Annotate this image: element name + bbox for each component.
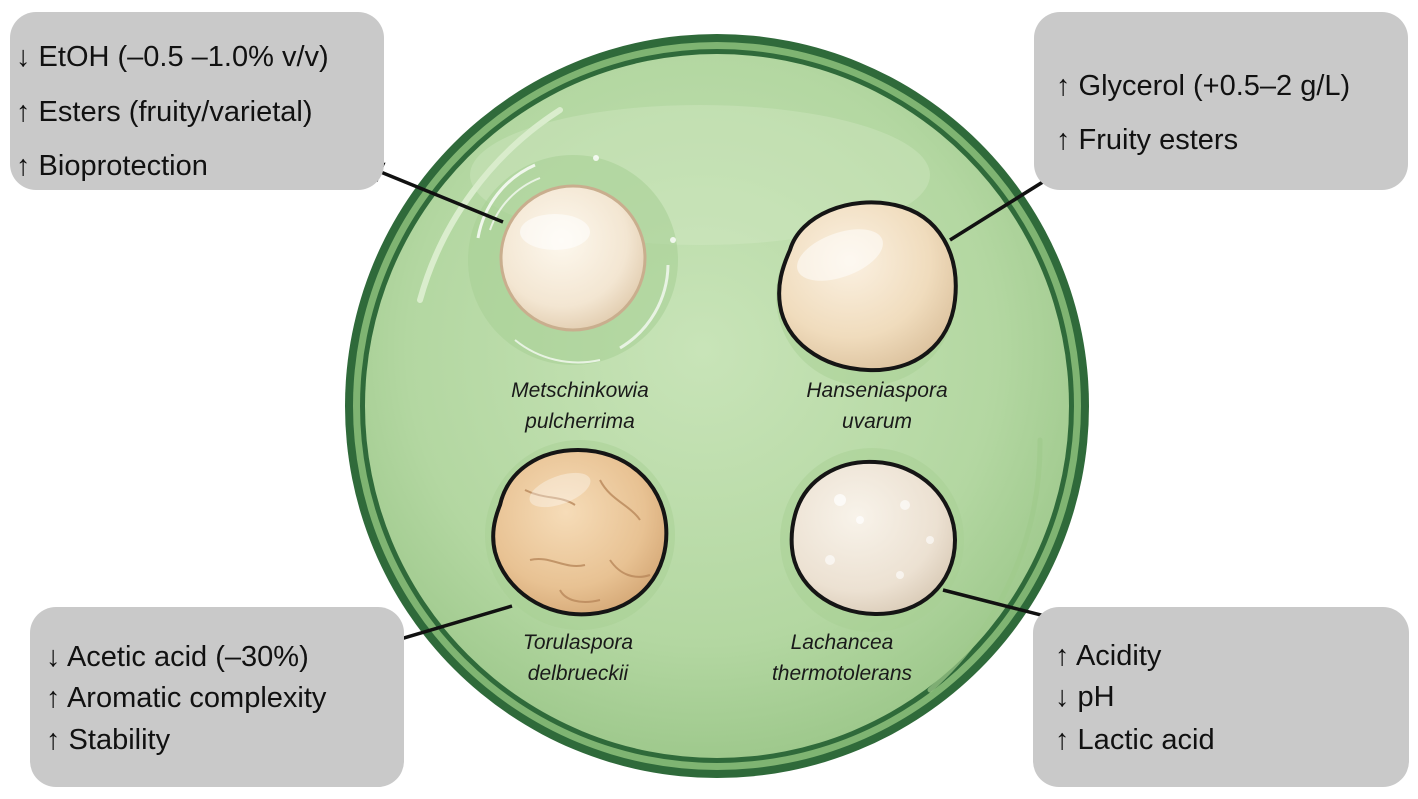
species-label-torulaspora-line1: Torulaspora — [523, 631, 633, 654]
species-label-hanseniaspora-line2: uvarum — [842, 410, 912, 433]
species-label-lachancea-line1: Lachancea — [791, 631, 894, 654]
effects-box-lachancea: ↑ Acidity ↓ pH ↑ Lactic acid — [1033, 607, 1409, 787]
species-label-lachancea-line2: thermotolerans — [772, 662, 913, 685]
arrow-metschnikowia-to-box — [362, 162, 504, 224]
effects-box-hanseniaspora: ↑ Glycerol (+0.5–2 g/L) ↑ Fruity esters — [1034, 12, 1408, 190]
effect-line: ↑ Esters (fruity/varietal) — [16, 96, 313, 128]
colony-metschnikowia — [468, 155, 678, 365]
effect-line: ↑ Glycerol (+0.5–2 g/L) — [1056, 70, 1351, 102]
effect-line: ↑ Lactic acid — [1055, 724, 1215, 756]
colony-hanseniaspora — [776, 200, 958, 386]
effect-line: ↓ Acetic acid (–30%) — [46, 641, 309, 673]
effect-line: ↑ Aromatic complexity — [46, 682, 327, 714]
effect-line: ↓ pH — [1055, 681, 1115, 713]
petri-dish — [345, 34, 1089, 778]
species-label-metschnikowia-line1: Metschinkowia — [511, 379, 649, 402]
effect-line: ↑ Stability — [46, 724, 171, 756]
effect-line: ↑ Bioprotection — [16, 150, 208, 182]
species-label-torulaspora-line2: delbrueckii — [528, 662, 630, 685]
effect-line: ↓ EtOH (–0.5 –1.0% v/v) — [16, 41, 329, 73]
species-label-hanseniaspora-line1: Hanseniaspora — [806, 379, 947, 402]
effects-box-torulaspora: ↓ Acetic acid (–30%) ↑ Aromatic complexi… — [30, 607, 404, 787]
species-label-metschnikowia-line2: pulcherrima — [524, 410, 635, 433]
effect-line: ↑ Fruity esters — [1056, 124, 1239, 156]
colony-lachancea — [780, 448, 964, 632]
effects-box-metschnikowia: ↓ EtOH (–0.5 –1.0% v/v) ↑ Esters (fruity… — [10, 12, 384, 190]
effect-line: ↑ Acidity — [1055, 640, 1162, 672]
colony-torulaspora — [485, 440, 675, 630]
